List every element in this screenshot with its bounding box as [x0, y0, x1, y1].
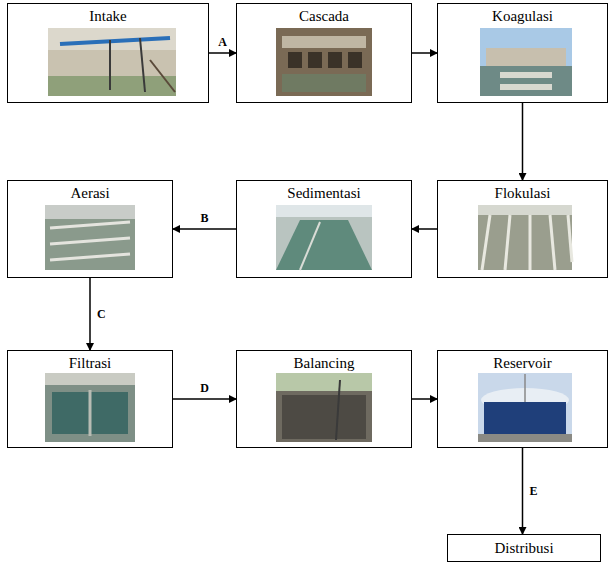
process-photo-box: Koagulasi	[437, 3, 608, 103]
flow-arrow	[412, 398, 437, 400]
intake-photo	[48, 28, 176, 96]
box-title: Cascada	[237, 4, 411, 25]
process-box: Distribusi	[447, 534, 601, 562]
process-photo-box: Balancing	[236, 350, 412, 448]
edge-letter: A	[216, 35, 229, 49]
box-title: Filtrasi	[8, 351, 172, 372]
process-photo-box: Aerasi	[7, 180, 173, 278]
edge-letter: B	[198, 211, 210, 225]
box-title: Aerasi	[8, 181, 172, 202]
flokulasi-photo	[478, 205, 572, 270]
koagulasi-photo	[480, 28, 572, 96]
process-photo-box: Intake	[7, 3, 209, 103]
flow-arrow	[89, 278, 91, 350]
filtrasi-photo	[45, 373, 135, 442]
box-title: Sedimentasi	[237, 181, 411, 202]
flow-arrow	[412, 228, 437, 230]
process-photo-box: Flokulasi	[437, 180, 608, 278]
flow-arrow	[173, 228, 236, 230]
box-title: Flokulasi	[438, 181, 607, 202]
aerasi-photo	[45, 205, 135, 270]
flow-arrow	[522, 103, 524, 180]
edge-letter: C	[95, 307, 108, 321]
process-photo-box: Filtrasi	[7, 350, 173, 448]
process-photo-box: Cascada	[236, 3, 412, 103]
box-title: Balancing	[237, 351, 411, 372]
flow-arrow	[522, 448, 524, 534]
box-title: Distribusi	[448, 535, 600, 557]
cascada-photo	[276, 28, 372, 96]
reservoir-photo	[478, 373, 572, 442]
flow-arrow	[173, 398, 236, 400]
process-photo-box: Sedimentasi	[236, 180, 412, 278]
flow-arrow	[209, 52, 236, 54]
process-photo-box: Reservoir	[437, 350, 608, 448]
box-title: Intake	[8, 4, 208, 25]
balancing-photo	[276, 373, 372, 442]
flow-arrow	[412, 52, 437, 54]
edge-letter: D	[198, 381, 211, 395]
box-title: Reservoir	[438, 351, 607, 372]
box-title: Koagulasi	[438, 4, 607, 25]
edge-letter: E	[528, 484, 540, 498]
sedimentasi-photo	[276, 205, 372, 270]
